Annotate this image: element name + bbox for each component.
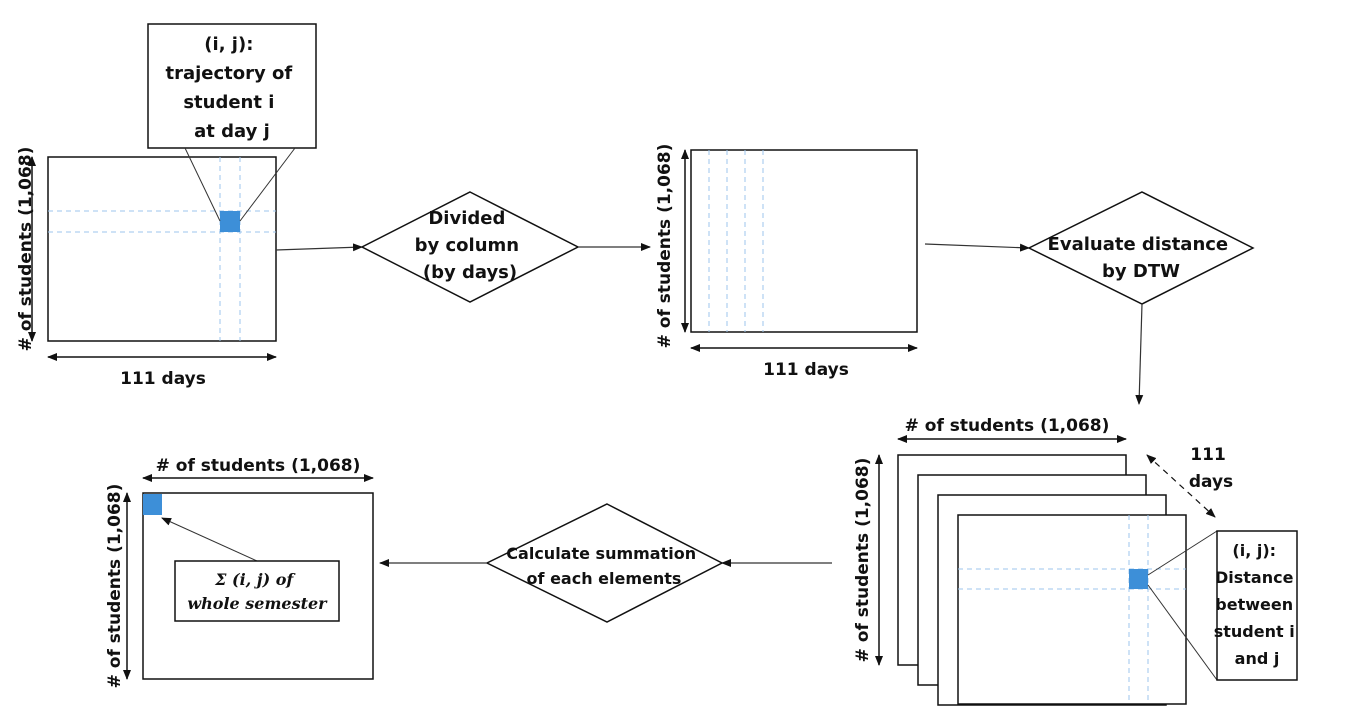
highlighted-cell [220, 211, 240, 232]
svg-text:Calculate summation of e: Calculate summation of each elements [506, 544, 701, 588]
step3-callout-line-1: (i, j): [1232, 541, 1276, 560]
decision3-line-2: of each elements [527, 569, 682, 588]
arrow-to-decision2 [924, 243, 1030, 252]
step4-y-label: # of students (1,068) [105, 484, 125, 689]
svg-text:(i, j): Distance b: (i, j): Distance between student i and j [1214, 541, 1301, 668]
step4-callout: Σ (i, j) of whole semester [161, 517, 340, 622]
step3-top-axis: # of students (1,068) [897, 416, 1127, 443]
step1-callout-line-2: trajectory of [165, 63, 292, 84]
step4-y-axis: # of students (1,068) [105, 484, 131, 689]
step3-depth-value: 111 [1190, 445, 1226, 465]
step2-y-label: # of students (1,068) [655, 144, 675, 349]
step3-callout-line-5: and j [1235, 649, 1280, 668]
decision1-line-2: by column [415, 235, 519, 256]
step3-depth-unit: days [1189, 472, 1233, 492]
step4-top-axis: # of students (1,068) [142, 456, 374, 482]
step3-y-label: # of students (1,068) [853, 458, 873, 663]
decision2-line-2: by DTW [1102, 261, 1180, 282]
step4-top-label: # of students (1,068) [156, 456, 361, 476]
decision1-line-1: Divided [428, 208, 505, 229]
decision-evaluate-distance: Evaluate distance by DTW [1027, 191, 1255, 305]
step3-callout-line-2: Distance [1215, 568, 1294, 587]
step1-matrix [47, 156, 277, 342]
step3-y-axis: # of students (1,068) [853, 454, 883, 666]
distance-cell [1129, 569, 1148, 589]
step1-callout-line-3: student i [183, 92, 274, 113]
decision3-line-1: Calculate summation [506, 544, 696, 563]
step1-callout: (i, j): trajectory of student i at day j [147, 23, 317, 222]
svg-text:(i, j): trajectory of: (i, j): trajectory of student i at day j [165, 34, 298, 142]
step4-callout-line-2: whole semester [187, 594, 328, 613]
step2-x-label: 111 days [763, 360, 849, 380]
step3-callout-line-3: between [1215, 595, 1293, 614]
step3-depth-axis: 111 days [1146, 445, 1233, 518]
decision-calculate-summation: Calculate summation of each elements [485, 503, 724, 623]
step1-y-label: # of students (1,068) [16, 147, 36, 352]
arrow-to-step3 [1135, 303, 1144, 405]
step4-callout-line-1: Σ (i, j) of [214, 570, 296, 589]
svg-text:Σ (i, j) of whole semest: Σ (i, j) of whole semester [187, 570, 328, 613]
step1-callout-line-4: at day j [194, 121, 270, 142]
svg-text:Evaluate distance by DTW: Evaluate distance by DTW [1048, 234, 1235, 282]
step3-callout: (i, j): Distance between student i and j [1147, 530, 1301, 681]
svg-text:111 days: 111 days [1189, 445, 1233, 492]
arrow-to-decision1 [275, 243, 363, 252]
step3-callout-line-4: student i [1214, 622, 1295, 641]
step2-matrix [690, 149, 918, 333]
svg-text:Divided by column: Divided by column (by days) [415, 208, 526, 283]
step2-axes: # of students (1,068) 111 days [655, 144, 918, 380]
decision-divided-by-column: Divided by column (by days) [360, 191, 580, 303]
decision2-line-1: Evaluate distance [1048, 234, 1229, 255]
step1-callout-line-1: (i, j): [204, 34, 253, 55]
summed-cell [143, 494, 162, 515]
step3-top-label: # of students (1,068) [905, 416, 1110, 436]
step1-x-label: 111 days [120, 369, 206, 389]
step1-axes: # of students (1,068) 111 days [16, 147, 277, 389]
decision1-line-3: (by days) [423, 262, 517, 283]
step3-stack [897, 454, 1187, 706]
